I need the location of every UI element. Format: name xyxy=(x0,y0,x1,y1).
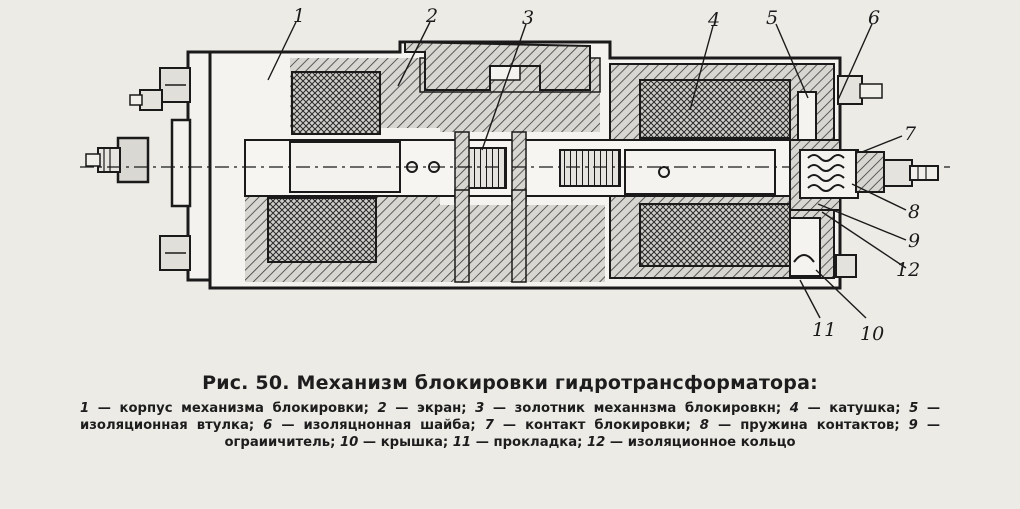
legend-item: 12 — изоляционное кольцо xyxy=(586,435,796,450)
legend-number: 12 xyxy=(586,435,606,450)
right-top-fitting xyxy=(835,75,883,278)
callout-11: 11 xyxy=(812,319,836,341)
legend-text: изоляцнонная шайба; xyxy=(303,418,476,433)
caption-legend: 1 — корпус механизма блокировки; 2 — экр… xyxy=(80,400,940,451)
legend-item: 1 — корпус механизма блокировки; xyxy=(80,401,369,416)
caption-title: Рис. 50. Механизм блокировки гидротрансф… xyxy=(202,372,818,394)
legend-number: 3 xyxy=(475,401,485,416)
flange-bolts xyxy=(159,67,191,271)
legend-text: золотник механнзма блокировкн; xyxy=(514,401,782,416)
callout-7: 7 xyxy=(904,123,917,145)
legend-item: 5 — изоляционная втулка; xyxy=(80,401,941,433)
callout-10: 10 xyxy=(860,323,884,345)
legend-number: 8 xyxy=(699,418,709,433)
legend-number: 9 xyxy=(908,418,918,433)
legend-number: 7 xyxy=(484,418,494,433)
callout-5: 5 xyxy=(766,7,778,29)
callout-6: 6 xyxy=(868,7,880,29)
legend-item: 4 — катушка; xyxy=(789,401,901,416)
callout-8: 8 xyxy=(908,201,920,223)
legend-number: 1 xyxy=(80,401,90,416)
callout-3: 3 xyxy=(522,7,534,29)
legend-number: 2 xyxy=(377,401,387,416)
legend-text: крышка; xyxy=(380,435,449,450)
legend-item: 6 — изоляцнонная шайба; xyxy=(263,418,476,433)
callout-1: 1 xyxy=(293,5,305,27)
legend-item: 2 — экран; xyxy=(377,401,467,416)
insulating-sleeve xyxy=(789,91,821,277)
legend-text: изоляционная втулка; xyxy=(80,418,255,433)
legend-item: 9 — ограиичитель; xyxy=(224,418,941,450)
legend-item: 3 — золотник механнзма блокировкн; xyxy=(475,401,782,416)
callout-2: 2 xyxy=(425,5,438,27)
legend-text: прокладка; xyxy=(493,435,583,450)
legend-text: корпус механизма блокировки; xyxy=(119,401,369,416)
legend-item: 10 — крышка; xyxy=(339,435,449,450)
mechanism-drawing: 1 2 3 4 5 6 7 8 9 12 11 10 xyxy=(80,5,950,345)
legend-number: 5 xyxy=(909,401,919,416)
left-top-fitting xyxy=(129,89,163,111)
legend-number: 10 xyxy=(339,435,359,450)
legend-text: ограиичитель; xyxy=(224,435,336,450)
left-coil xyxy=(267,71,381,263)
legend-number: 6 xyxy=(263,418,273,433)
legend-text: пружина контактов; xyxy=(740,418,900,433)
right-end-cap xyxy=(789,139,939,211)
callout-4: 4 xyxy=(707,9,720,31)
legend-text: катушка; xyxy=(829,401,901,416)
leader-lines xyxy=(267,21,907,319)
central-bore xyxy=(80,131,950,283)
callout-numbers: 1 2 3 4 5 6 7 8 9 12 11 10 xyxy=(293,5,920,345)
legend-item: 11 — прокладка; xyxy=(452,435,583,450)
figure-caption: Рис. 50. Механизм блокировки гидротрансф… xyxy=(60,372,960,451)
legend-text: экран; xyxy=(417,401,467,416)
legend-text: контакт блокировки; xyxy=(525,418,691,433)
callout-12: 12 xyxy=(896,259,920,281)
legend-number: 4 xyxy=(789,401,799,416)
legend-text: изоляционное кольцо xyxy=(627,435,796,450)
left-terminal-fitting xyxy=(85,136,150,184)
legend-item: 7 — контакт блокировки; xyxy=(484,418,691,433)
legend-item: 8 — пружина контактов; xyxy=(699,418,900,433)
legend-number: 11 xyxy=(452,435,472,450)
callout-9: 9 xyxy=(908,230,920,252)
